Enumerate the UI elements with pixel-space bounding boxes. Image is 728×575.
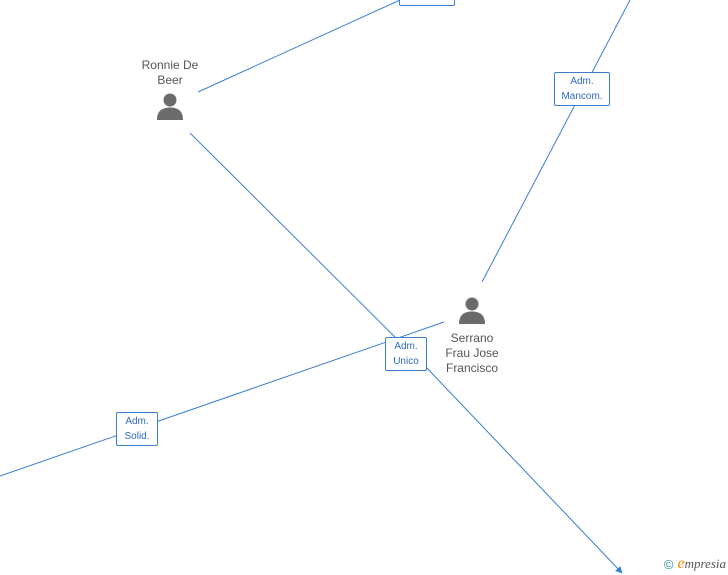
- role-line-2: Solid.: [124, 431, 150, 442]
- person-name-line-1: Ronnie De: [141, 58, 199, 72]
- person-name-line-1: Serrano: [450, 331, 494, 345]
- role-line-1: Adm.: [394, 341, 418, 352]
- person-name-line-3: Francisco: [445, 361, 498, 375]
- person-node-serrano-frau-jose-francisco[interactable]: Serrano Frau Jose Francisco: [424, 295, 520, 376]
- brand-initial: e: [677, 555, 685, 572]
- role-badge-adm-unico[interactable]: Adm. Unico: [385, 337, 427, 371]
- edge-serrano-mancom: [481, 0, 631, 283]
- edge-ronnie-serrano: [189, 132, 399, 341]
- role-line-1: Adm.: [570, 76, 594, 87]
- person-icon: [459, 297, 485, 324]
- brand-logo: empresia: [677, 555, 726, 573]
- role-badge-top-partial[interactable]: [399, 0, 455, 6]
- copyright-icon: ©: [663, 556, 674, 572]
- role-line-1: Adm.: [125, 416, 149, 427]
- person-name-line-2: Beer: [157, 73, 183, 87]
- role-badge-adm-mancom[interactable]: Adm. Mancom.: [554, 72, 610, 106]
- brand-name: mpresia: [684, 556, 726, 571]
- role-badge-adm-solid[interactable]: Adm. Solid.: [116, 412, 158, 446]
- role-line-2: Unico: [393, 356, 419, 367]
- person-name-line-2: Frau Jose: [445, 346, 499, 360]
- edge-unico-arrow: [424, 365, 623, 574]
- role-line-2: Mancom.: [561, 91, 603, 102]
- person-icon: [157, 93, 183, 120]
- edge-ronnie-top: [197, 0, 401, 93]
- edge-serrano-solid: [0, 321, 445, 477]
- empresia-watermark: © empresia: [664, 555, 726, 573]
- person-node-ronnie-de-beer[interactable]: Ronnie De Beer: [122, 58, 218, 121]
